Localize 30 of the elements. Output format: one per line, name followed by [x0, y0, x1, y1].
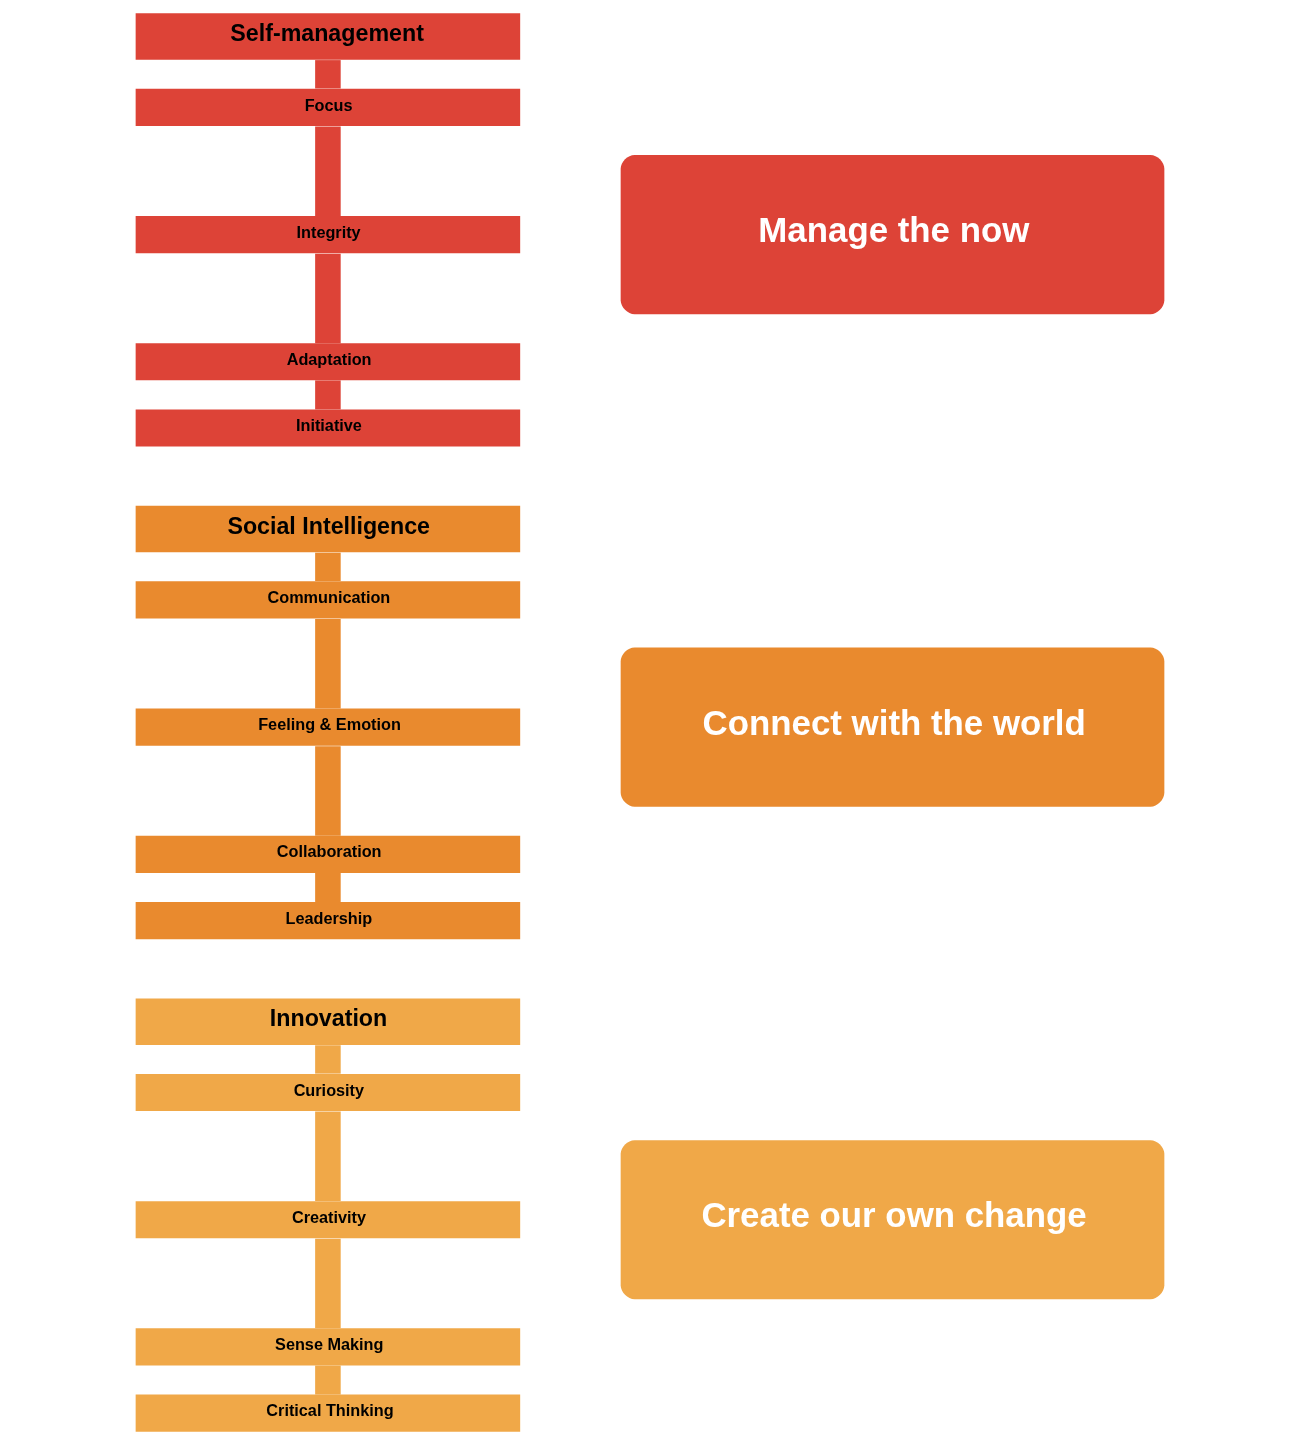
node-box: Focus — [135, 88, 521, 126]
connector — [315, 619, 341, 709]
connector — [315, 60, 341, 89]
node-box: Manage the now — [620, 155, 1165, 315]
node-box: Leadership — [135, 902, 521, 940]
node-box: Adaptation — [135, 343, 521, 381]
connector — [315, 1111, 341, 1202]
node-box: Sense Making — [135, 1328, 521, 1366]
connector — [315, 126, 341, 216]
node-box: Innovation — [135, 998, 521, 1045]
connector — [315, 746, 341, 836]
node-box: Social Intelligence — [135, 505, 521, 553]
connector — [315, 1365, 341, 1395]
connector — [315, 873, 341, 902]
node-box: Create our own change — [620, 1140, 1165, 1300]
node-box: Critical Thinking — [135, 1394, 521, 1432]
node-box: Feeling & Emotion — [135, 708, 521, 746]
node-box: Connect with the world — [620, 647, 1165, 807]
connector — [315, 552, 341, 582]
node-box: Creativity — [135, 1201, 521, 1239]
connector — [315, 253, 341, 344]
connector — [315, 1238, 341, 1329]
node-box: Initiative — [135, 409, 521, 447]
connector — [315, 380, 341, 410]
node-box: Self-management — [135, 13, 521, 60]
connector — [315, 1045, 341, 1074]
node-box: Integrity — [135, 216, 521, 254]
node-box: Curiosity — [135, 1073, 521, 1112]
node-box: Communication — [135, 581, 521, 619]
node-box: Collaboration — [135, 835, 521, 873]
